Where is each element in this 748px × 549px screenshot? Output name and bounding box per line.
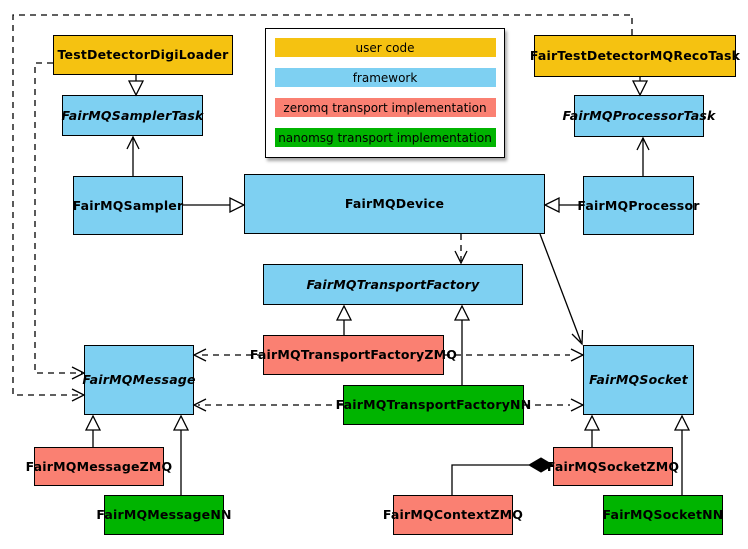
class-box-fairmqsocketnn: FairMQSocketNN [603,495,723,535]
class-box-fairmqsocket: FairMQSocket [583,345,694,415]
edge-factorynn-factory-generalization [453,304,471,385]
class-box-fairmqdevice: FairMQDevice [244,174,545,234]
class-box-fairmqsampler: FairMQSampler [73,176,183,235]
edge-device-transportfactory-dependency [454,234,468,265]
edge-socketzmq-socket-generalization [583,414,601,447]
class-box-fairmqtransportfactorynn: FairMQTransportFactoryNN [336,385,531,425]
edge-sampler-device-generalization [183,196,246,214]
legend-item-user-code: user code [274,38,496,57]
class-box-fairmqtransportfactory: FairMQTransportFactory [263,264,523,305]
edge-factorynn-socket-dependency [524,398,585,412]
edge-factoryzmq-factory-generalization [335,304,353,335]
edge-sampler-samplertask-association [126,135,140,176]
class-box-fairmqtransportfactoryzmq: FairMQTransportFactoryZMQ [250,335,457,375]
edge-factorynn-message-dependency [192,398,343,412]
class-box-fairmqsamplertask: FairMQSamplerTask [61,95,203,136]
edge-recotask-processortask-generalization [631,77,649,97]
class-box-fairmqsocketzmq: FairMQSocketZMQ [547,447,679,486]
legend-item-framework: framework [274,68,496,87]
class-box-fairmqprocessor: FairMQProcessor [577,176,699,235]
legend: user code framework zeromq transport imp… [265,28,505,158]
edge-digiloader-samplertask-generalization [127,75,145,97]
class-box-fairmqmessagezmq: FairMQMessageZMQ [26,447,172,486]
class-box-fairmqmessage: FairMQMessage [82,345,195,415]
class-box-testdetectordigiloader: TestDetectorDigiLoader [53,35,233,75]
edge-factoryzmq-socket-dependency [444,348,585,362]
edge-messagezmq-message-generalization [84,414,102,447]
edge-socketnn-socket-generalization [673,414,691,495]
class-box-fairmqprocessortask: FairMQProcessorTask [562,95,715,137]
class-box-fairmqcontextzmq: FairMQContextZMQ [383,495,523,535]
legend-item-zeromq: zeromq transport implementation [274,98,496,117]
edge-messagenn-message-generalization [172,414,190,495]
class-box-fairmqmessagenn: FairMQMessageNN [96,495,231,535]
class-box-fairtestdetectormqrecotask: FairTestDetectorMQRecoTask [530,35,740,77]
edge-processor-processortask-association [636,136,650,176]
edge-contextzmq-socketzmq-aggregation [451,457,554,495]
legend-item-nanomsg: nanomsg transport implementation [274,128,496,147]
edge-device-socket-association [539,233,584,346]
